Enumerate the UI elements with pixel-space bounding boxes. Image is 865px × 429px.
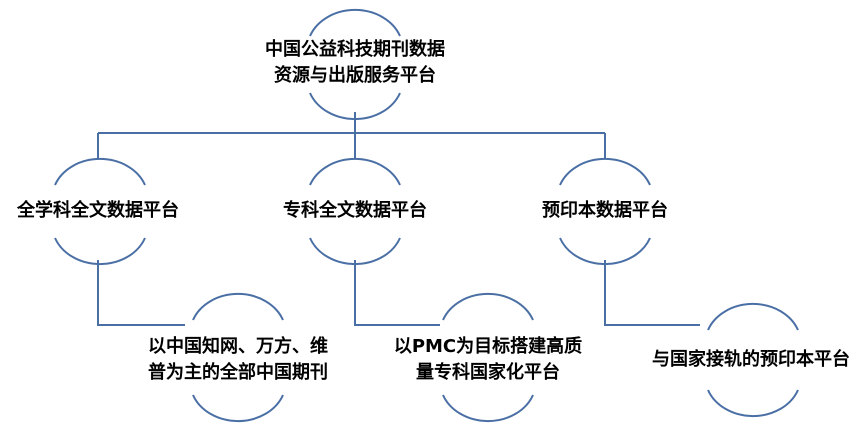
root-node-line-2: 资源与出版服务平台	[274, 65, 436, 86]
detail-node-1-line-1: 以中国知网、万方、维	[148, 336, 328, 357]
detail-node-2-line-1: 以PMC为目标搭建高质	[393, 336, 583, 357]
detail-node-3-line-1: 与国家接轨的预印本平台	[652, 349, 850, 370]
detail-node-1: 以中国知网、万方、维 普为主的全部中国期刊	[128, 334, 348, 386]
detail-2-arc-top	[442, 292, 534, 321]
branch-node-1: 全学科全文数据平台	[0, 198, 196, 224]
detail-node-2: 以PMC为目标搭建高质 量专科国家化平台	[378, 334, 598, 386]
detail-3-connector	[604, 260, 700, 326]
branch-2-arc-top	[309, 157, 401, 186]
branch-node-1-label: 全学科全文数据平台	[17, 200, 179, 221]
detail-node-1-line-2: 普为主的全部中国期刊	[148, 362, 328, 383]
detail-3-arc-bottom	[707, 389, 799, 418]
detail-1-arc-top	[192, 292, 284, 321]
branch-node-3-label: 预印本数据平台	[542, 200, 668, 221]
root-arc-top	[309, 8, 401, 37]
detail-1-connector	[97, 260, 185, 326]
detail-node-3: 与国家接轨的预印本平台	[637, 347, 865, 373]
branch-node-2: 专科全文数据平台	[265, 198, 445, 224]
branch-node-2-label: 专科全文数据平台	[283, 200, 427, 221]
detail-3-arc-top	[707, 302, 799, 331]
branch-1-arc-bottom	[54, 237, 146, 266]
detail-1-arc-bottom	[192, 394, 284, 423]
branch-node-3: 预印本数据平台	[522, 198, 688, 224]
branch-3-arc-top	[559, 157, 651, 186]
detail-2-connector	[354, 260, 440, 326]
detail-2-arc-bottom	[442, 394, 534, 423]
detail-node-2-line-2: 量专科国家化平台	[416, 362, 560, 383]
root-node-line-1: 中国公益科技期刊数据	[265, 39, 445, 60]
root-node: 中国公益科技期刊数据 资源与出版服务平台	[240, 37, 470, 89]
branch-1-arc-top	[54, 157, 146, 186]
